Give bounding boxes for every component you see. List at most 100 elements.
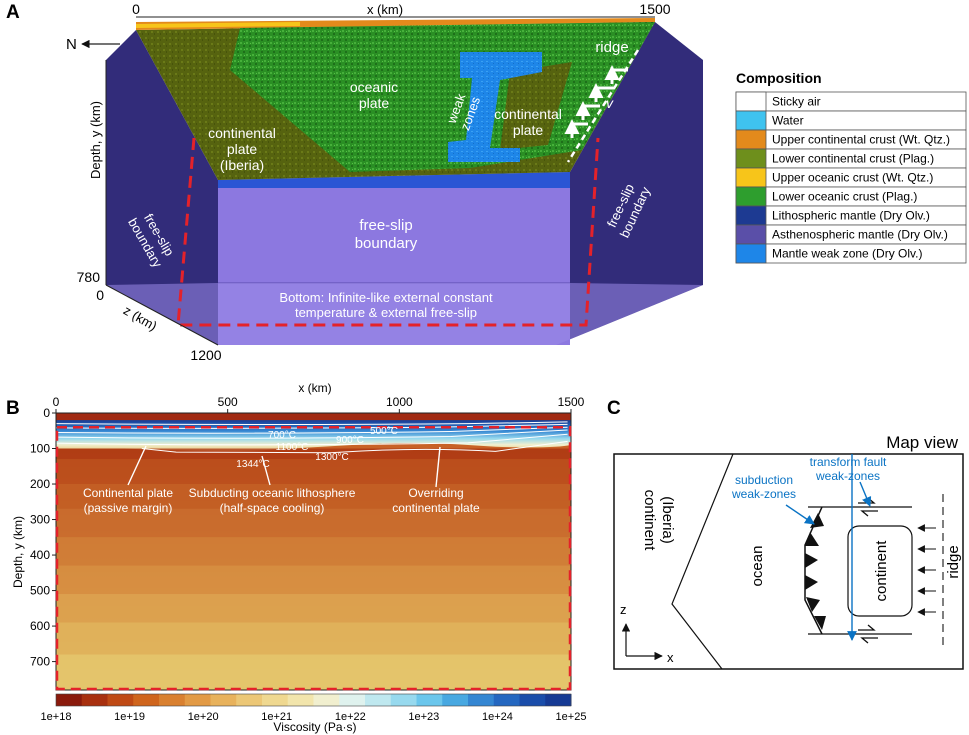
- label-subduction-line2: weak-zones: [731, 487, 796, 501]
- colorbar-cell-15: [442, 694, 469, 706]
- annot-overriding-line2: continental plate: [392, 501, 480, 515]
- label-iberia-line2: plate: [227, 141, 258, 157]
- isotherm-label-1100: 1100°C: [276, 442, 309, 453]
- y-tick-label-1: 100: [30, 442, 50, 456]
- label-free-slip-front-line1: free-slip: [359, 217, 412, 234]
- legend-swatch-6: [735, 205, 767, 226]
- colorbar-tick-5: 1e+23: [408, 711, 439, 723]
- label-oceanic-plate-line1: oceanic: [350, 79, 398, 95]
- label-transform-line2: weak-zones: [815, 469, 880, 483]
- colorbar-tick-7: 1e+25: [556, 711, 587, 723]
- transform-pointer-short: [859, 481, 872, 507]
- isotherm-curve-0: [55, 421, 568, 426]
- right-face: [556, 22, 703, 345]
- isotherm-curve-4: [55, 433, 568, 446]
- legend-swatch-2: [735, 129, 767, 150]
- y-tick-label-3: 300: [30, 513, 50, 527]
- legend-swatch-5: [735, 186, 767, 207]
- legend-title: Composition: [736, 70, 822, 86]
- colorbar-cell-2: [107, 694, 134, 706]
- colorbar-tick-1: 1e+19: [114, 711, 145, 723]
- y-tick-label-6: 600: [30, 619, 50, 633]
- legend-label-0: Sticky air: [772, 95, 821, 109]
- bottom-face: [106, 283, 703, 345]
- top-water-strip: [136, 22, 300, 28]
- label-bottom-line1: Bottom: Infinite-like external constant: [279, 290, 493, 305]
- legend-swatch-4: [735, 167, 767, 188]
- panel-a-y-axis-label: Depth, y (km): [88, 101, 103, 179]
- colorbar-tick-6: 1e+24: [482, 711, 513, 723]
- label-oceanic-plate-line2: plate: [359, 95, 390, 111]
- colorbar-frame: [55, 693, 572, 707]
- iberia-margin: [671, 453, 734, 670]
- y-tick-label-2: 200: [30, 477, 50, 491]
- isotherm-label-700: 700°C: [268, 430, 296, 441]
- label-continental-plate-line1: continental: [494, 106, 562, 122]
- isotherm-curve-2: [55, 426, 568, 434]
- colorbar-cell-19: [545, 694, 572, 706]
- subduction-pointer: [785, 504, 815, 525]
- annot-continental-line2: (passive margin): [84, 501, 173, 515]
- panel-b-letter: B: [6, 398, 20, 419]
- panel-a-y-tick-780: 780: [77, 269, 101, 285]
- legend-label-2: Upper continental crust (Wt. Qtz.): [772, 133, 950, 147]
- panel-a-y-axis-label-group: Depth, y (km): [88, 101, 103, 179]
- colorbar-cell-1: [81, 694, 108, 706]
- colorbar-cell-3: [133, 694, 160, 706]
- label-continental-plate-line2: plate: [513, 122, 544, 138]
- legend-label-1: Water: [772, 114, 804, 128]
- colorbar-cell-8: [262, 694, 289, 706]
- continent-block: [847, 525, 913, 617]
- label-iberia-line3: (Iberia): [220, 157, 264, 173]
- legend-label-6: Lithospheric mantle (Dry Olv.): [772, 209, 930, 223]
- label-iberia-line1: continental: [208, 125, 276, 141]
- panel-a-x-tick-0: 0: [132, 1, 140, 17]
- pointer-continental: [127, 445, 147, 486]
- panel-c: C Map view continent (Iberia) ocean: [607, 398, 964, 670]
- colorbar-label: Viscosity (Pa·s): [273, 720, 356, 734]
- pointer-subducting: [261, 455, 271, 486]
- north-label: N: [66, 36, 77, 53]
- colorbar-cell-17: [493, 694, 520, 706]
- panel-a-x-axis-label: x (km): [367, 2, 403, 17]
- isotherm-curve-5: [141, 440, 568, 454]
- isotherm-label-1300: 1300°C: [315, 452, 348, 463]
- legend-swatch-1: [735, 110, 767, 131]
- viscosity-band-7: [56, 654, 571, 690]
- viscosity-band-4: [56, 565, 571, 595]
- colorbar-cell-9: [287, 694, 314, 706]
- panel-b-x-axis-label: x (km): [298, 381, 331, 395]
- panel-a-z-tick-1200: 1200: [190, 347, 221, 363]
- left-face: [106, 30, 218, 345]
- legend-label-7: Asthenospheric mantle (Dry Olv.): [772, 228, 948, 242]
- viscosity-band-3: [56, 537, 571, 566]
- map-z-label: z: [620, 602, 627, 617]
- isotherm-label-900: 900°C: [336, 435, 364, 446]
- annot-overriding-line1: Overriding: [408, 486, 463, 500]
- colorbar-cell-18: [519, 694, 546, 706]
- red-dashed-outline: [176, 137, 600, 327]
- plot-red-dashed-boundary: [55, 425, 572, 691]
- colorbar-tick-0: 1e+18: [41, 711, 72, 723]
- asthenosphere-top: [56, 448, 571, 460]
- label-free-slip-front-line2: boundary: [355, 235, 418, 252]
- annot-subducting-line1: Subducting oceanic lithosphere: [189, 486, 356, 500]
- legend-swatch-3: [735, 148, 767, 169]
- colorbar-cell-0: [56, 694, 83, 706]
- isotherm-label-500: 500°C: [370, 426, 398, 437]
- colorbar-tick-4: 1e+22: [335, 711, 366, 723]
- legend-label-8: Mantle weak zone (Dry Olv.): [772, 247, 923, 261]
- spreading-arrows: [917, 524, 936, 616]
- isotherm-curve-3: [55, 429, 568, 439]
- annot-subducting-line2: (half-space cooling): [220, 501, 325, 515]
- colorbar-cell-7: [236, 694, 263, 706]
- label-ocean-group: ocean: [749, 546, 766, 587]
- viscosity-band-5: [56, 594, 571, 623]
- map-view-title: Map view: [886, 433, 959, 452]
